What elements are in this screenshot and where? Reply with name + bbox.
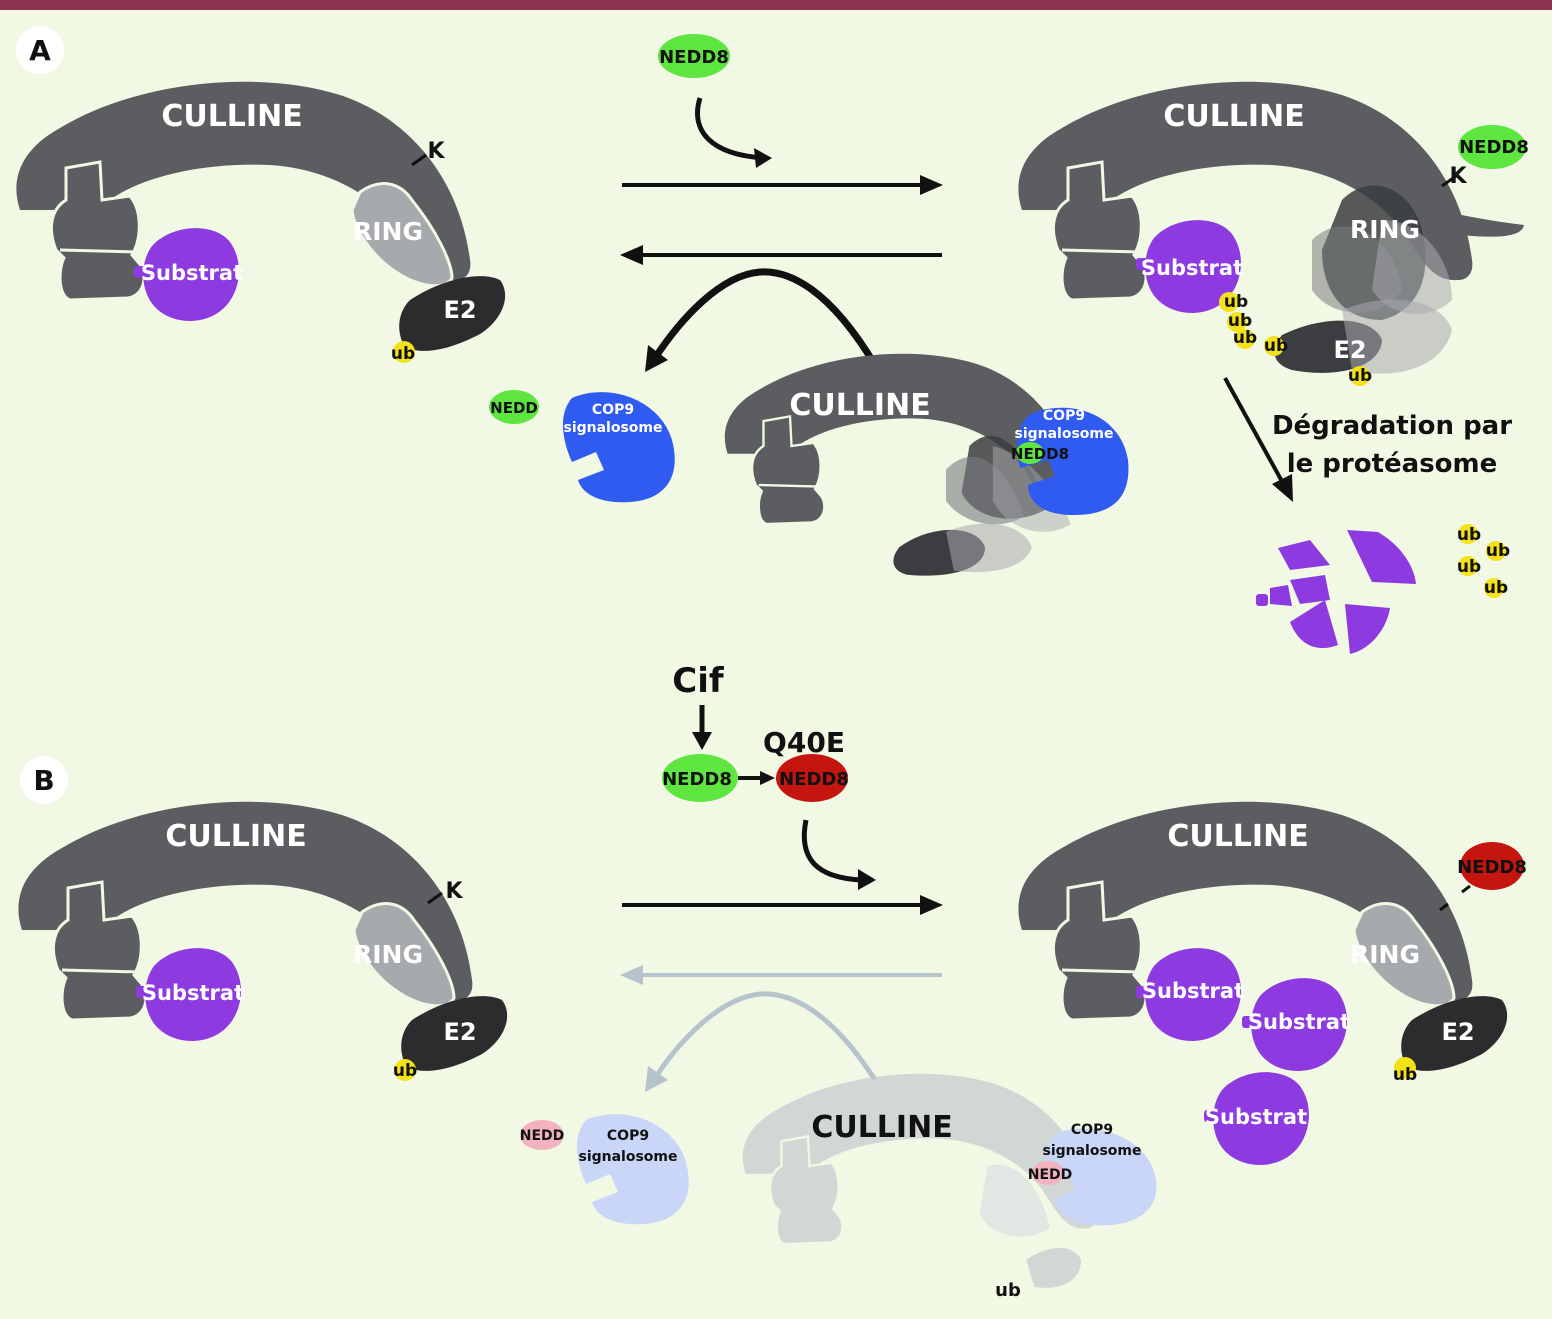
lysine-label: K — [1449, 164, 1467, 189]
blocked-deneddylation-arrow — [652, 991, 878, 1082]
deneddylation-curved-arrow — [652, 268, 879, 367]
released-nedd — [489, 390, 539, 424]
cif-label: Cif — [672, 661, 725, 701]
nedd8-q40e-curved-arrow — [801, 819, 863, 883]
degradation-label-1: Dégradation par — [1272, 411, 1512, 441]
nedd8-molecule — [658, 34, 730, 78]
cop9-label-2: signalosome — [578, 1149, 677, 1165]
culline-complex-left-a: CULLINE RING E2 Substrat K ub — [14, 80, 506, 364]
polyubiquitin-chain: ub ub ub ub ub — [1219, 292, 1372, 386]
substrat-label: Substrat — [142, 981, 244, 1005]
panel-b-letter: B — [33, 764, 54, 797]
ub-label: ub — [1224, 292, 1248, 312]
conjugated-nedd8-q40e — [1460, 842, 1524, 890]
nedd8-label: NEDD8 — [659, 47, 729, 68]
e2-label: E2 — [1441, 1018, 1474, 1046]
ub-label: ub — [1393, 1065, 1417, 1085]
culline-label: CULLINE — [811, 1110, 952, 1145]
culline-complex-right-a: CULLINE RING E2 Substrat K NEDD8 ub ub u… — [1016, 80, 1529, 386]
ub-label: ub — [1486, 541, 1510, 561]
ub-label: ub — [1233, 328, 1257, 348]
ub-label: ub — [1457, 557, 1481, 577]
released-nedd-label: NEDD — [490, 399, 538, 417]
degraded-substrat-fragments — [1256, 530, 1416, 654]
panel-a-letter: A — [29, 34, 51, 67]
nedd8-q40e-label: NEDD8 — [779, 769, 849, 790]
cop9-label-2: signalosome — [1014, 426, 1113, 442]
bound-nedd8-label: NEDD8 — [1011, 445, 1069, 463]
nedd8-curved-arrow — [695, 97, 766, 161]
faded-nedd — [520, 1120, 564, 1150]
culline-complex-middle-a: CULLINE COP9 signalosome NEDD8 — [723, 352, 1129, 576]
culline-label: CULLINE — [789, 388, 930, 423]
ring-label: RING — [353, 217, 423, 246]
cop9-label-1: COP9 — [1043, 408, 1085, 424]
degradation-label-2: le protéasome — [1287, 449, 1498, 479]
panel-b: B Cif Q40E NEDD8 NEDD8 CULLINE RING E2 S… — [16, 661, 1527, 1301]
cop9-label-1: COP9 — [1071, 1122, 1113, 1138]
faded-cop9-free — [576, 1114, 689, 1225]
faded-cop9-bound — [1044, 1128, 1157, 1226]
cop9-label-1: COP9 — [607, 1128, 649, 1144]
ub-label: ub — [391, 344, 415, 364]
ub-label: ub — [995, 1280, 1021, 1301]
nedd8-label: NEDD8 — [1459, 137, 1529, 158]
ub-label: ub — [393, 1061, 417, 1081]
nedd8-q40e-label: NEDD8 — [1457, 857, 1527, 878]
cop9-signalosome-bound — [1016, 407, 1129, 516]
substrat-label: Substrat — [141, 261, 243, 285]
free-ubiquitins: ub ub ub ub — [1457, 524, 1510, 598]
ub-label: ub — [1228, 311, 1252, 331]
culline-label: CULLINE — [165, 819, 306, 854]
nedd8-q40e-molecule — [776, 754, 848, 802]
e2-label: E2 — [443, 1018, 476, 1046]
faded-bound-nedd-label: NEDD — [1028, 1167, 1073, 1183]
nedd8-label: NEDD8 — [662, 769, 732, 790]
e2-label: E2 — [443, 296, 476, 324]
q40e-label: Q40E — [763, 726, 845, 759]
panel-b-badge: B — [20, 756, 68, 804]
substrat-label: Substrat — [1141, 256, 1243, 280]
substrat-label: Substrat — [1248, 1010, 1350, 1034]
ub-label: ub — [1457, 525, 1481, 545]
substrat-label: Substrat — [1142, 979, 1244, 1003]
top-border-bar — [0, 0, 1552, 10]
ub-label: ub — [1348, 366, 1372, 386]
e2-label: E2 — [1333, 336, 1366, 364]
ub-label: ub — [1264, 336, 1288, 356]
ring-label: RING — [1350, 215, 1420, 244]
degradation-arrow — [1223, 377, 1286, 486]
lysine-label: K — [427, 139, 445, 164]
panel-a: A CULLINE RING E2 Substrat K ub NEDD8 — [14, 26, 1529, 654]
culline-label: CULLINE — [1163, 99, 1304, 134]
ring-label: RING — [353, 940, 423, 969]
panel-a-badge: A — [16, 26, 64, 74]
faded-culline-complex — [742, 1073, 1097, 1288]
cop9-label-1: COP9 — [592, 402, 634, 418]
cop9-label-2: signalosome — [563, 420, 662, 436]
culline-label: CULLINE — [161, 99, 302, 134]
ubiquitin-dot — [393, 341, 415, 363]
culline-label: CULLINE — [1167, 819, 1308, 854]
conjugated-nedd8 — [1458, 125, 1526, 169]
lysine-label: K — [445, 879, 463, 904]
ub-label: ub — [1484, 578, 1508, 598]
nedd8-molecule — [662, 754, 738, 802]
cop9-label-2: signalosome — [1042, 1143, 1141, 1159]
faded-nedd-label: NEDD — [520, 1128, 565, 1144]
ring-label: RING — [1350, 940, 1420, 969]
substrat-label: Substrat — [1205, 1105, 1307, 1129]
